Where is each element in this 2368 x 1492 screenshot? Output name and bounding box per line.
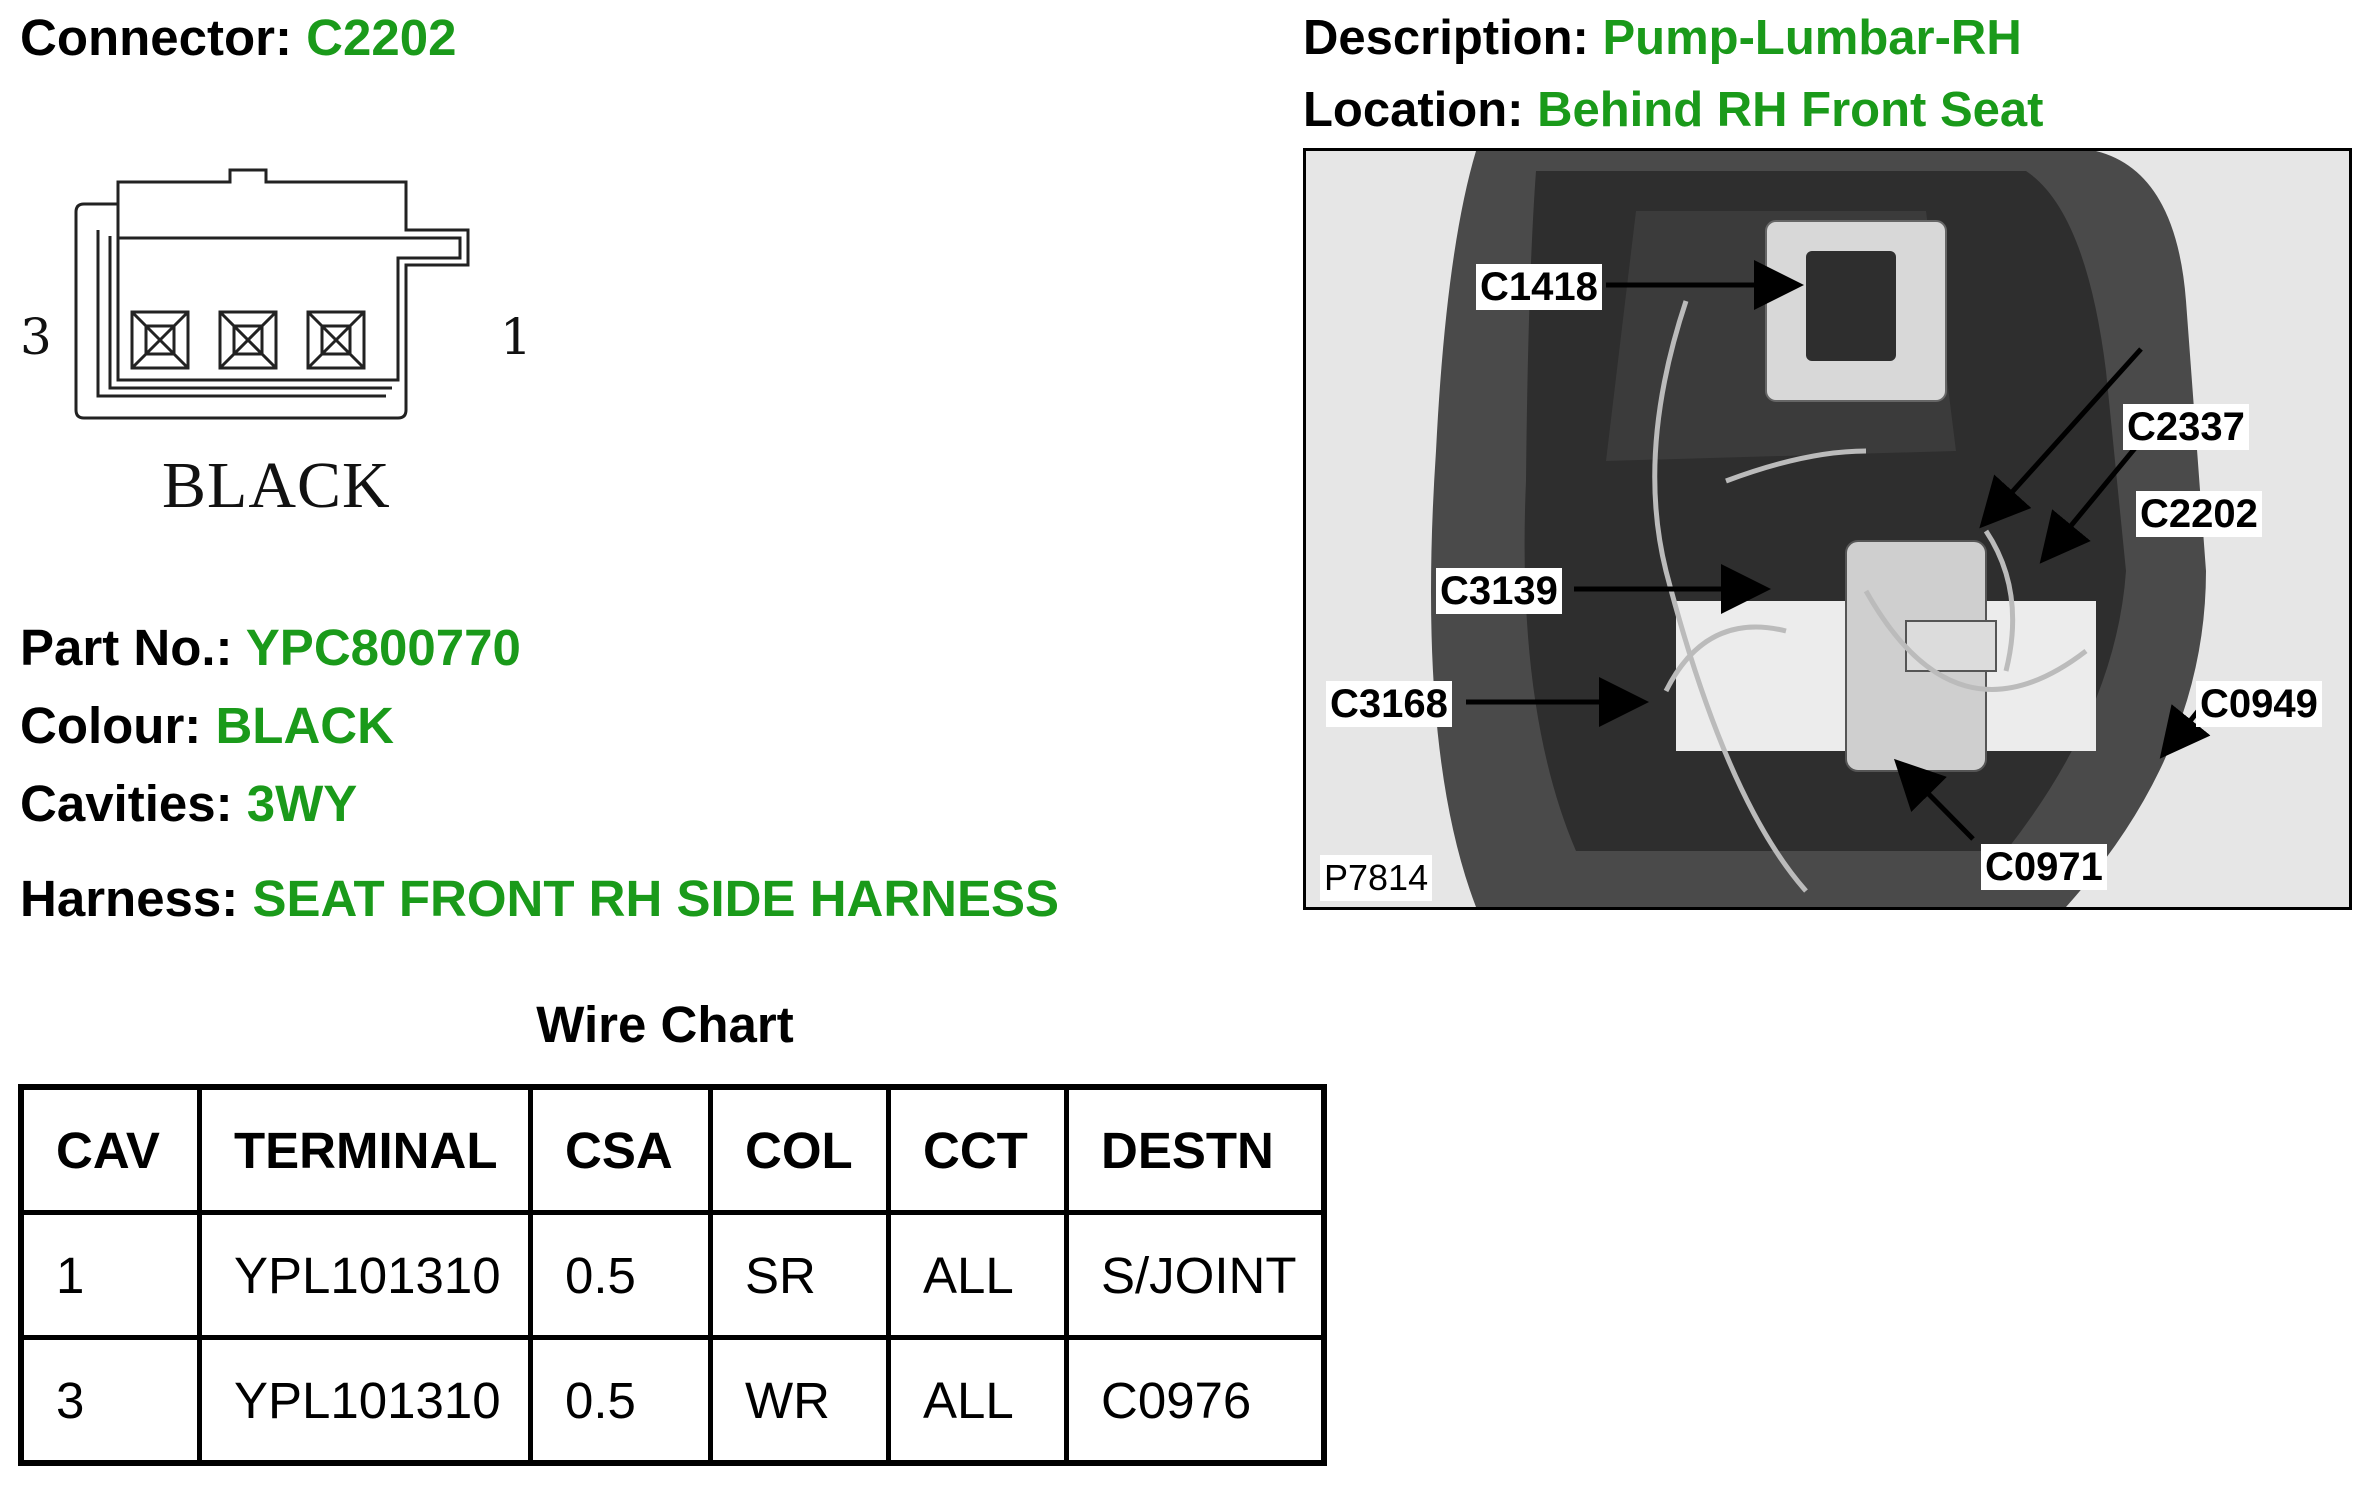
location-field: Location: Behind RH Front Seat (1303, 86, 2043, 135)
pin-label-right: 1 (500, 308, 532, 366)
connector-diagram (74, 168, 470, 420)
callout-c3139: C3139 (1436, 568, 1562, 614)
callout-c0949: C0949 (2196, 681, 2322, 727)
description-value: Pump-Lumbar-RH (1602, 11, 2022, 65)
harness-field: Harness: SEAT FRONT RH SIDE HARNESS (20, 873, 1059, 924)
part-no-field: Part No.: YPC800770 (20, 622, 521, 673)
header-col: COL (708, 1084, 891, 1215)
part-no-label: Part No.: (20, 619, 233, 676)
cell-destn: S/JOINT (1064, 1210, 1327, 1340)
connector-field: Connector: C2202 (20, 12, 456, 63)
harness-value: SEAT FRONT RH SIDE HARNESS (252, 870, 1060, 927)
cavity-3-icon (130, 310, 190, 370)
header-csa: CSA (528, 1084, 713, 1215)
photo-id-label: P7814 (1320, 855, 1433, 901)
cavity-2-icon (218, 310, 278, 370)
callout-c3168: C3168 (1326, 681, 1452, 727)
harness-label: Harness: (20, 870, 239, 927)
header-cct: CCT (886, 1084, 1069, 1215)
description-field: Description: Pump-Lumbar-RH (1303, 14, 2022, 63)
connector-color-label: BLACK (162, 449, 391, 522)
cell-terminal: YPL101310 (197, 1210, 533, 1340)
pin-label-left: 3 (20, 308, 52, 366)
cell-col: WR (708, 1335, 891, 1466)
colour-value: BLACK (215, 697, 394, 754)
cell-destn: C0976 (1064, 1335, 1327, 1466)
cell-csa: 0.5 (528, 1210, 713, 1340)
header-terminal: TERMINAL (197, 1084, 533, 1215)
description-label: Description: (1303, 11, 1589, 65)
cavities-value: 3WY (246, 775, 358, 832)
part-no-value: YPC800770 (245, 619, 521, 676)
connector-value: C2202 (306, 9, 457, 66)
cell-cct: ALL (886, 1210, 1069, 1340)
location-value: Behind RH Front Seat (1537, 83, 2044, 137)
callout-c2202: C2202 (2136, 491, 2262, 537)
connector-label: Connector: (20, 9, 292, 66)
colour-field: Colour: BLACK (20, 700, 394, 751)
table-row: 1 YPL101310 0.5 SR ALL S/JOINT (18, 1210, 1327, 1340)
wire-chart-header-row: CAV TERMINAL CSA COL CCT DESTN (18, 1084, 1327, 1215)
callout-c2337: C2337 (2123, 404, 2249, 450)
location-photo: C1418 C2337 C2202 C3139 C3168 C0949 C097… (1303, 148, 2352, 910)
callout-c1418: C1418 (1476, 264, 1602, 310)
cell-terminal: YPL101310 (197, 1335, 533, 1466)
callout-c0971: C0971 (1981, 844, 2107, 890)
cavities-field: Cavities: 3WY (20, 778, 357, 829)
wire-chart-title: Wire Chart (536, 996, 794, 1053)
colour-label: Colour: (20, 697, 202, 754)
cell-cav: 3 (18, 1335, 202, 1466)
cell-cct: ALL (886, 1335, 1069, 1466)
cell-csa: 0.5 (528, 1335, 713, 1466)
cell-cav: 1 (18, 1210, 202, 1340)
cavities-label: Cavities: (20, 775, 233, 832)
header-destn: DESTN (1064, 1084, 1327, 1215)
cell-col: SR (708, 1210, 891, 1340)
header-cav: CAV (18, 1084, 202, 1215)
wire-chart-table: CAV TERMINAL CSA COL CCT DESTN 1 YPL1013… (18, 1084, 1327, 1466)
cavity-1-icon (306, 310, 366, 370)
table-row: 3 YPL101310 0.5 WR ALL C0976 (18, 1335, 1327, 1466)
location-label: Location: (1303, 83, 1524, 137)
